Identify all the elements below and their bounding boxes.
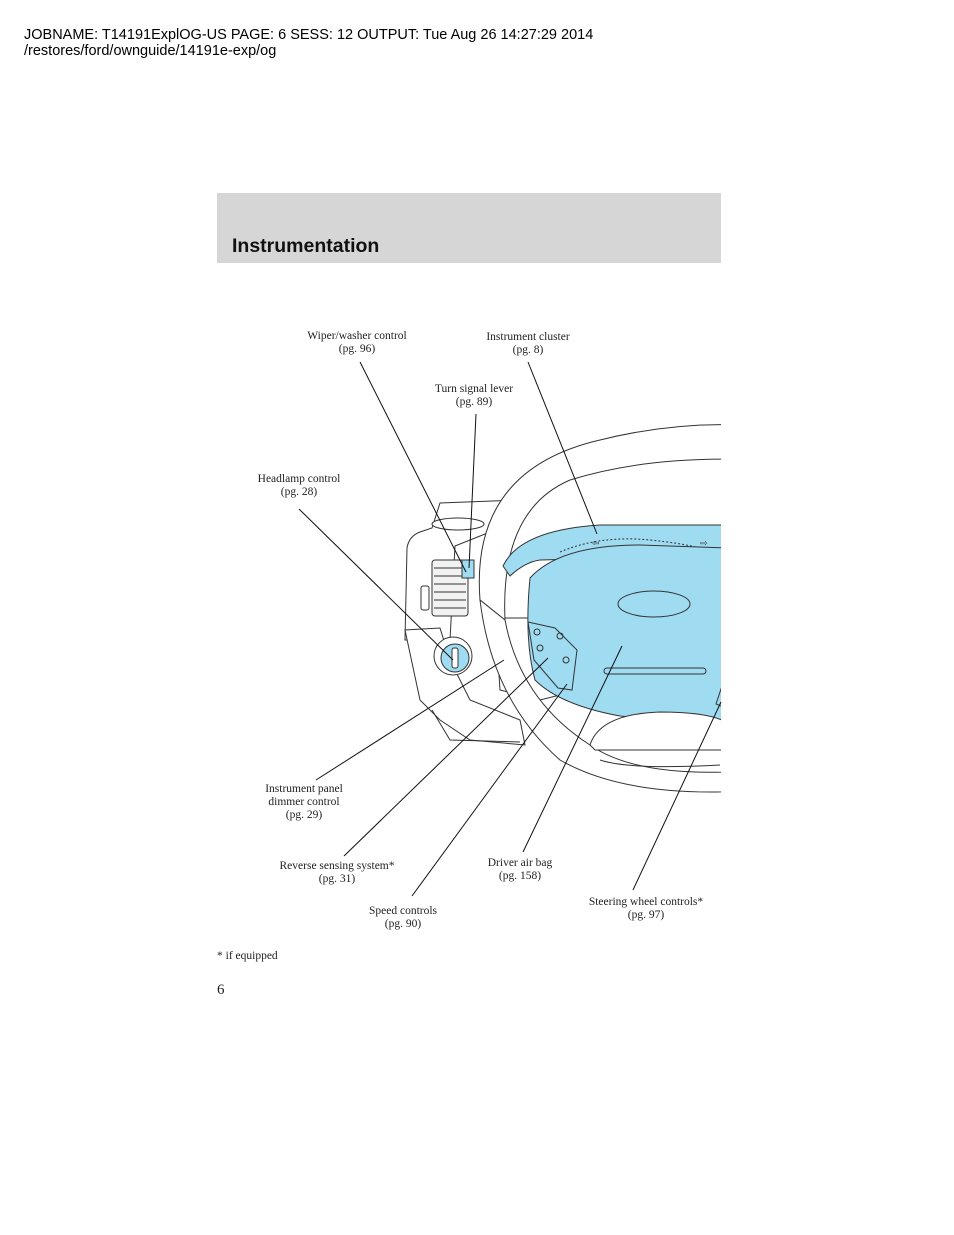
section-header: Instrumentation [217,193,721,263]
leader-steering [632,701,722,891]
leader-cluster [527,361,598,535]
steering-wheel-control [715,687,721,707]
callout-label: Instrument panel [265,783,343,795]
callout-label: Driver air bag [487,857,553,869]
speed-control-pad [527,621,578,691]
leader-lines [298,361,722,897]
callout-label: Reverse sensing system* [279,860,395,872]
turn-signal-stalk [461,559,475,579]
footnote: * if equipped [217,950,278,962]
wheel-rim-lower [479,598,721,793]
wheel-rim-upper [478,424,721,622]
file-path-line: /restores/ford/ownguide/14191e-exp/og [24,43,277,59]
leader-reverse [343,657,549,857]
leader-headlamp [298,508,454,661]
leader-dimmer [315,659,505,781]
lower-spoke [589,711,721,751]
leader-wiper [359,361,467,573]
callout-label: Turn signal lever [434,383,514,395]
callout-driver-airbag: Driver air bag (pg. 158) [488,857,553,883]
callout-page: (pg. 90) [384,918,422,930]
vent-grille [431,559,469,617]
airbag-emblem [617,590,691,618]
callout-instrument-cluster: Instrument cluster (pg. 8) [486,331,569,357]
callout-label: Headlamp control [257,473,341,485]
svg-text:⇦: ⇦ [592,539,600,549]
leader-airbag [522,645,623,853]
callout-label: Wiper/washer control [307,330,407,342]
page-number: 6 [217,982,225,998]
svg-text:⇨: ⇨ [700,539,708,549]
callout-page: (pg. 29) [285,809,323,821]
callout-label: dimmer control [268,796,340,808]
callout-steering-wheel-controls: Steering wheel controls* (pg. 97) [589,896,703,922]
callout-label: Steering wheel controls* [588,896,704,908]
callout-page: (pg. 89) [455,396,493,408]
callout-label: Instrument cluster [486,331,570,343]
section-title: Instrumentation [232,235,380,257]
leader-turn [468,413,477,569]
job-info-line: JOBNAME: T14191ExplOG-US PAGE: 6 SESS: 1… [24,27,594,43]
callout-wiper-washer: Wiper/washer control (pg. 96) [307,330,407,356]
callout-page: (pg. 31) [318,873,356,885]
callout-headlamp: Headlamp control (pg. 28) [258,473,341,499]
callout-turn-signal: Turn signal lever (pg. 89) [435,383,513,409]
leader-speed [411,683,568,897]
callout-dimmer: Instrument panel dimmer control (pg. 29) [265,783,343,822]
callout-label: Speed controls [368,905,438,917]
callout-page: (pg. 97) [627,909,665,921]
callout-speed-controls: Speed controls (pg. 90) [369,905,437,931]
callout-page: (pg. 8) [512,344,544,356]
callout-page: (pg. 96) [338,343,376,355]
callout-reverse-sensing: Reverse sensing system* (pg. 31) [280,860,395,886]
callout-page: (pg. 158) [498,870,542,882]
callout-page: (pg. 28) [280,486,318,498]
